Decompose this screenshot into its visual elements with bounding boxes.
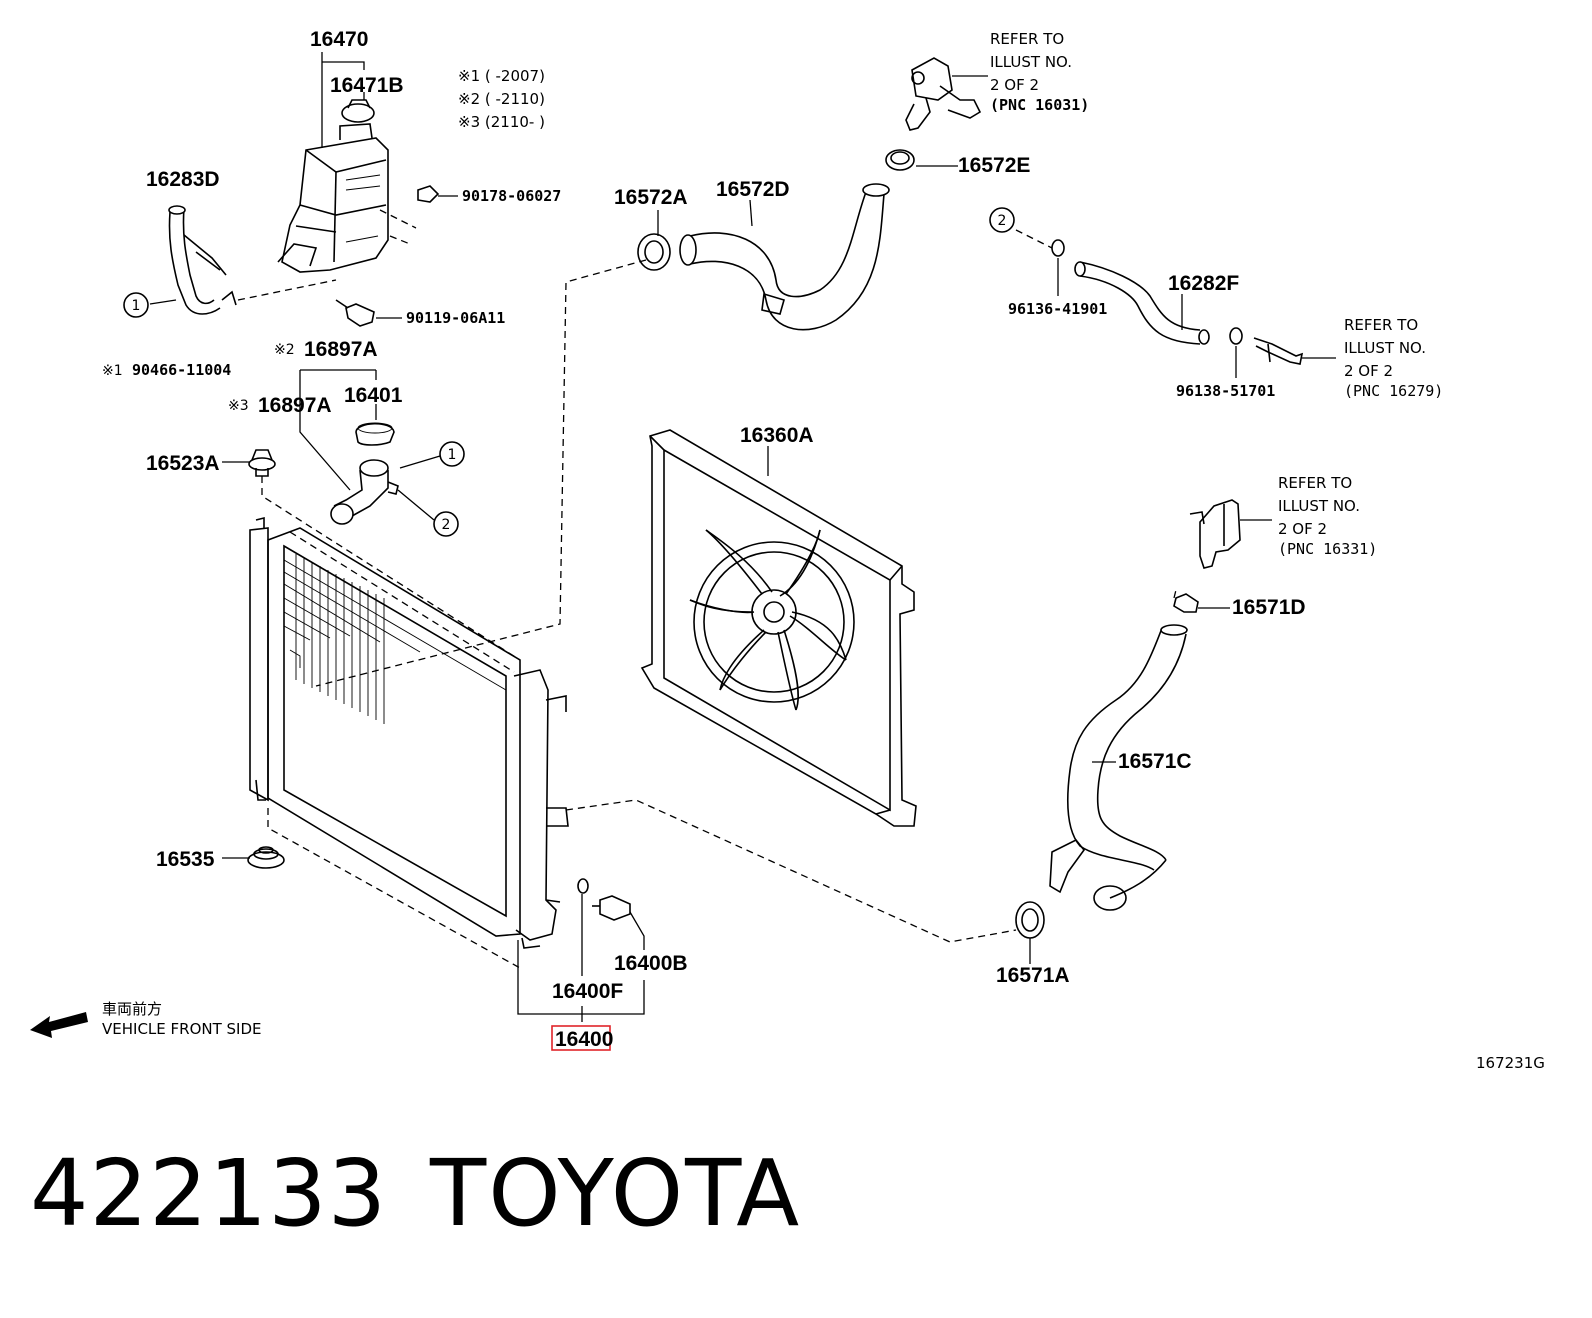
label-90466-11004[interactable]: 90466-11004 bbox=[132, 361, 231, 379]
clip-96136-41901 bbox=[1051, 239, 1065, 257]
svg-text:(PNC 16279): (PNC 16279) bbox=[1344, 382, 1443, 400]
label-16897a-early[interactable]: 16897A bbox=[304, 338, 378, 361]
clamp-16571a bbox=[1015, 901, 1045, 939]
vehicle-front-arrow-icon bbox=[30, 1012, 88, 1038]
note-range-2: ※2 ( -2110) bbox=[458, 90, 545, 108]
callout-circle-1-left: 1 bbox=[123, 292, 149, 318]
note-mark-2: ※2 bbox=[274, 342, 295, 358]
note-mark-1: ※1 bbox=[102, 363, 123, 379]
refer-to-16031: REFER TO ILLUST NO. 2 OF 2 (PNC 16031) bbox=[990, 30, 1089, 114]
radiator-fins bbox=[283, 554, 507, 724]
reservoir-tank bbox=[277, 123, 389, 273]
circle-label: 1 bbox=[448, 447, 457, 463]
grommet-16523a bbox=[248, 449, 276, 477]
svg-text:2 OF 2: 2 OF 2 bbox=[990, 76, 1039, 94]
drain-plug-16400b bbox=[592, 895, 631, 921]
label-16400b[interactable]: 16400B bbox=[614, 952, 688, 975]
leader-lines bbox=[149, 52, 1336, 1022]
vehicle-front-japanese: 車両前方 bbox=[102, 1000, 162, 1018]
bolt-90119-06a11 bbox=[335, 299, 375, 327]
circle-label: 2 bbox=[998, 213, 1007, 229]
part-catalog-code: 422133 bbox=[30, 1140, 388, 1247]
note-range-3: ※3 (2110- ) bbox=[458, 113, 545, 131]
refer-to-16279: REFER TO ILLUST NO. 2 OF 2 (PNC 16279) bbox=[1344, 316, 1443, 400]
note-mark-3: ※3 bbox=[228, 398, 249, 414]
svg-text:ILLUST NO.: ILLUST NO. bbox=[1278, 497, 1360, 515]
illustration-code: 167231G bbox=[1476, 1054, 1545, 1072]
svg-text:REFER TO: REFER TO bbox=[1278, 474, 1352, 492]
fan-shroud bbox=[640, 429, 917, 827]
water-outlet-ref bbox=[905, 57, 982, 131]
label-16897a-late[interactable]: 16897A bbox=[258, 394, 332, 417]
grommet-16535 bbox=[247, 846, 285, 869]
label-90178-06027[interactable]: 90178-06027 bbox=[462, 187, 561, 205]
label-16400f[interactable]: 16400F bbox=[552, 980, 623, 1003]
svg-text:2 OF 2: 2 OF 2 bbox=[1344, 362, 1393, 380]
hose-16571c bbox=[1049, 624, 1188, 911]
label-16571c[interactable]: 16571C bbox=[1118, 750, 1192, 773]
refer-to-16331: REFER TO ILLUST NO. 2 OF 2 (PNC 16331) bbox=[1278, 474, 1377, 558]
sensor-16571d bbox=[1173, 593, 1199, 613]
thermostat-ref-16331 bbox=[1189, 499, 1241, 569]
label-16535[interactable]: 16535 bbox=[156, 848, 215, 871]
clamp-16572e bbox=[885, 149, 915, 171]
note-range-1: ※1 ( -2007) bbox=[458, 67, 545, 85]
cap-16401 bbox=[355, 422, 395, 446]
label-96138-51701[interactable]: 96138-51701 bbox=[1176, 382, 1275, 400]
cap-16471b bbox=[341, 99, 375, 123]
label-16470[interactable]: 16470 bbox=[310, 28, 368, 51]
callout-circle-2-pipe: 2 bbox=[433, 511, 459, 537]
filler-neck-16897a bbox=[330, 459, 399, 525]
brand-name: TOYOTA bbox=[430, 1140, 802, 1247]
radiator-core bbox=[249, 516, 569, 949]
svg-text:REFER TO: REFER TO bbox=[1344, 316, 1418, 334]
svg-text:ILLUST NO.: ILLUST NO. bbox=[1344, 339, 1426, 357]
label-16400-highlighted[interactable]: 16400 bbox=[551, 1025, 613, 1051]
svg-text:2 OF 2: 2 OF 2 bbox=[1278, 520, 1327, 538]
clamp-16572a bbox=[637, 233, 671, 271]
label-16471b[interactable]: 16471B bbox=[330, 74, 404, 97]
hose-16283d bbox=[168, 205, 237, 315]
label-16571a[interactable]: 16571A bbox=[996, 964, 1070, 987]
hose-16572d bbox=[679, 183, 890, 331]
label-16283d[interactable]: 16283D bbox=[146, 168, 220, 191]
label-16401[interactable]: 16401 bbox=[344, 384, 403, 407]
label-16282f[interactable]: 16282F bbox=[1168, 272, 1239, 295]
svg-text:(PNC 16031): (PNC 16031) bbox=[990, 96, 1089, 114]
label-16523a[interactable]: 16523A bbox=[146, 452, 220, 475]
callout-circle-2-hose: 2 bbox=[989, 207, 1015, 233]
oring-16400f bbox=[577, 878, 589, 894]
label-90119-06a11[interactable]: 90119-06A11 bbox=[406, 309, 505, 327]
circle-label: 1 bbox=[132, 298, 141, 314]
svg-text:ILLUST NO.: ILLUST NO. bbox=[990, 53, 1072, 71]
hose-16282f bbox=[1074, 261, 1210, 345]
label-16572d[interactable]: 16572D bbox=[716, 178, 790, 201]
label-16571d[interactable]: 16571D bbox=[1232, 596, 1306, 619]
circle-label: 2 bbox=[442, 517, 451, 533]
label-16400: 16400 bbox=[555, 1028, 613, 1051]
clip-90178-06027 bbox=[417, 185, 440, 203]
svg-text:(PNC 16331): (PNC 16331) bbox=[1278, 540, 1377, 558]
label-16360a[interactable]: 16360A bbox=[740, 424, 814, 447]
svg-text:REFER TO: REFER TO bbox=[990, 30, 1064, 48]
label-16572a[interactable]: 16572A bbox=[614, 186, 688, 209]
callout-circle-1-pipe: 1 bbox=[439, 441, 465, 467]
dashed-lines bbox=[237, 209, 1177, 969]
clip-96138-51701 bbox=[1229, 327, 1243, 345]
label-96136-41901[interactable]: 96136-41901 bbox=[1008, 300, 1107, 318]
vehicle-front-english: VEHICLE FRONT SIDE bbox=[102, 1020, 262, 1038]
label-16572e[interactable]: 16572E bbox=[958, 154, 1030, 177]
pipe-16279-ref bbox=[1253, 337, 1304, 365]
